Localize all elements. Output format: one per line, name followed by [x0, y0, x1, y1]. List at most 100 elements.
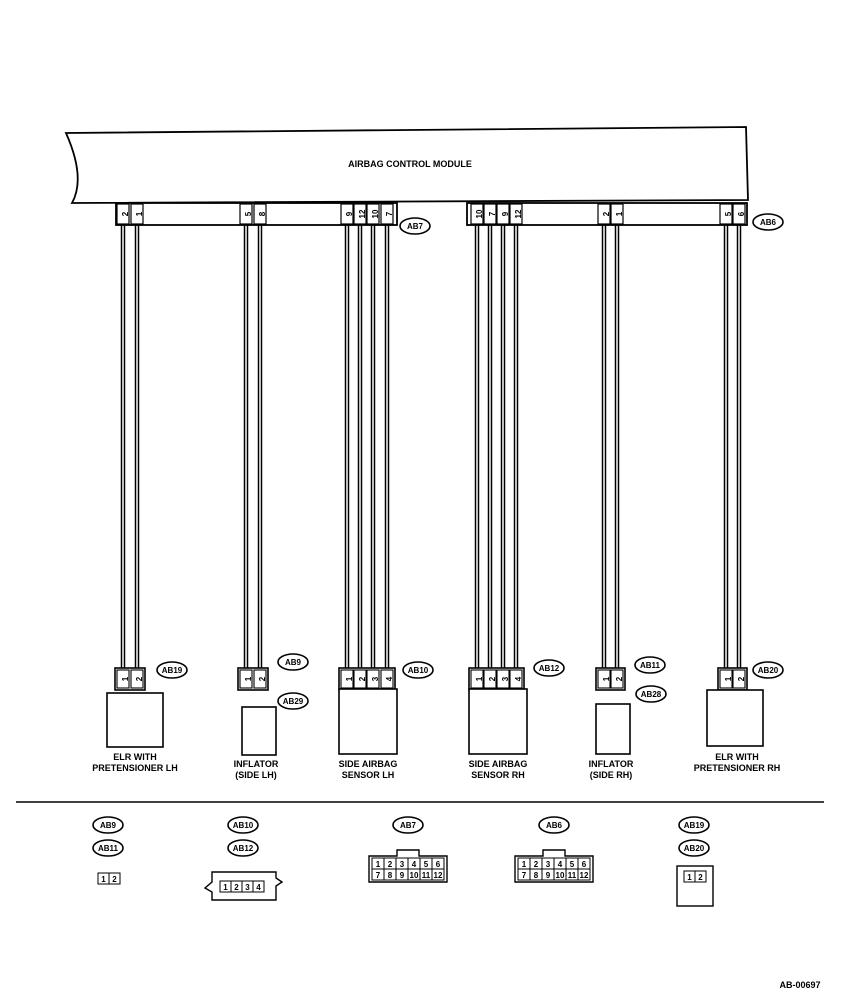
ecu-right-pin-number: 2 — [602, 211, 611, 216]
figure-code: AB-00697 — [779, 980, 820, 990]
control-module-body — [64, 126, 749, 204]
component-pin-number: 1 — [244, 676, 253, 681]
ecu-right-pin-number: 7 — [488, 211, 497, 216]
component-pin-number: 4 — [385, 676, 394, 681]
component-name-line: ELR WITH — [113, 752, 157, 762]
legend-pin-cell — [252, 880, 265, 893]
component-connector-id-label: AB11 — [640, 661, 661, 670]
legend-pin-cell — [577, 868, 591, 881]
component-name-line: PRETENSIONER LH — [92, 763, 178, 773]
ecu-left-pin-number: 7 — [385, 211, 394, 216]
component-pin-number: 3 — [371, 676, 380, 681]
component-pin-number: 2 — [488, 676, 497, 681]
legend-connector-id-oval — [92, 816, 124, 834]
component-pin-cell — [130, 669, 144, 689]
ecu-right-pin-number: 6 — [737, 211, 746, 216]
legend-pin-number: 4 — [256, 883, 261, 892]
component-pin-number: 1 — [724, 676, 733, 681]
component-body-0 — [106, 692, 164, 748]
legend-pin-number: 6 — [582, 860, 587, 869]
legend-connector-id-oval — [538, 816, 570, 834]
component-pin-cell — [719, 669, 733, 689]
component-connector-id-label: AB19 — [162, 666, 183, 675]
ecu-left-pin-number: 12 — [358, 209, 367, 218]
component-sub-connector-id-label: AB29 — [283, 697, 304, 706]
ecu-left-pin-number: 8 — [258, 211, 267, 216]
component-pin-number: 2 — [135, 676, 144, 681]
component-pin-number: 1 — [602, 676, 611, 681]
component-connector-id-oval — [277, 653, 309, 671]
ecu-right-pin-cell — [509, 203, 523, 225]
legend-pin-number: 2 — [234, 883, 239, 892]
legend-connector-id-label: AB6 — [546, 821, 563, 830]
component-connector-id-label: AB20 — [758, 666, 779, 675]
legend-connector-id-oval — [678, 839, 710, 857]
ecu-left-pin-cell — [380, 203, 394, 225]
legend-pin-number: 1 — [223, 883, 228, 892]
component-pin-number: 2 — [258, 676, 267, 681]
component-pin-cell — [509, 669, 523, 689]
ecu-right-pin-number: 12 — [514, 209, 523, 218]
component-pin-cell — [366, 669, 380, 689]
legend-pin-number: 2 — [534, 860, 539, 869]
legend-pin-number: 12 — [434, 871, 443, 880]
component-pin-cell — [483, 669, 497, 689]
legend-pin-number: 7 — [522, 871, 527, 880]
component-name-line: ELR WITH — [715, 752, 759, 762]
component-connector-id-label: AB12 — [539, 664, 560, 673]
legend-connector-id-label: AB19 — [684, 821, 705, 830]
legend-pin-number: 5 — [424, 860, 429, 869]
component-pin-cell — [239, 669, 253, 689]
component-pin-cell — [253, 669, 267, 689]
component-pin-cell — [353, 669, 367, 689]
component-connector-id-oval — [156, 661, 188, 679]
legend-pin-cell — [431, 868, 445, 881]
legend-pin-number: 1 — [101, 875, 106, 884]
legend-pin-number: 4 — [558, 860, 563, 869]
component-name-line: (SIDE LH) — [235, 770, 277, 780]
component-pin-number: 2 — [358, 676, 367, 681]
legend-pin-number: 8 — [534, 871, 539, 880]
legend-pin-number: 1 — [687, 873, 692, 882]
legend-pin-number: 6 — [436, 860, 441, 869]
component-pin-number: 1 — [345, 676, 354, 681]
ecu-left-pin-cell — [253, 203, 267, 225]
legend-pin-number: 2 — [112, 875, 117, 884]
component-pin-cell — [116, 669, 130, 689]
component-name-line: (SIDE RH) — [590, 770, 633, 780]
component-body-4 — [595, 703, 631, 755]
component-pin-number: 2 — [615, 676, 624, 681]
component-sub-connector-id-oval — [277, 692, 309, 710]
legend-pin-number: 8 — [388, 871, 393, 880]
legend-pin-cell — [108, 872, 121, 885]
ecu-right-pin-number: 9 — [501, 211, 510, 216]
ecu-left-pin-number: 1 — [135, 211, 144, 216]
control-module-title: AIRBAG CONTROL MODULE — [348, 159, 472, 169]
ecu-left-pin-number: 2 — [121, 211, 130, 216]
legend-connector-id-oval — [678, 816, 710, 834]
component-body-5 — [706, 689, 764, 747]
legend-pin-number: 10 — [556, 871, 565, 880]
legend-pin-number: 1 — [522, 860, 527, 869]
legend-pin-number: 7 — [376, 871, 381, 880]
component-connector-id-oval — [634, 656, 666, 674]
ecu-right-pin-cell — [470, 203, 484, 225]
component-name-line: SENSOR RH — [471, 770, 525, 780]
legend-pin-number: 11 — [422, 871, 431, 880]
legend-pin-number: 1 — [376, 860, 381, 869]
wire-layer — [16, 225, 824, 803]
ecu-left-connector-id-label: AB7 — [407, 222, 424, 231]
component-pin-number: 4 — [514, 676, 523, 681]
ecu-right-pin-cell — [732, 203, 746, 225]
legend-connector-id-label: AB20 — [684, 844, 705, 853]
legend-connector-id-oval — [227, 839, 259, 857]
component-name-line: SIDE AIRBAG — [339, 759, 398, 769]
ecu-left-pin-cell — [340, 203, 354, 225]
component-pin-cell — [380, 669, 394, 689]
legend-pin-number: 5 — [570, 860, 575, 869]
ecu-left-pin-cell — [353, 203, 367, 225]
ecu-right-pin-number: 10 — [475, 209, 484, 218]
legend-connector-id-label: AB7 — [400, 821, 417, 830]
ecu-right-pin-cell — [496, 203, 510, 225]
